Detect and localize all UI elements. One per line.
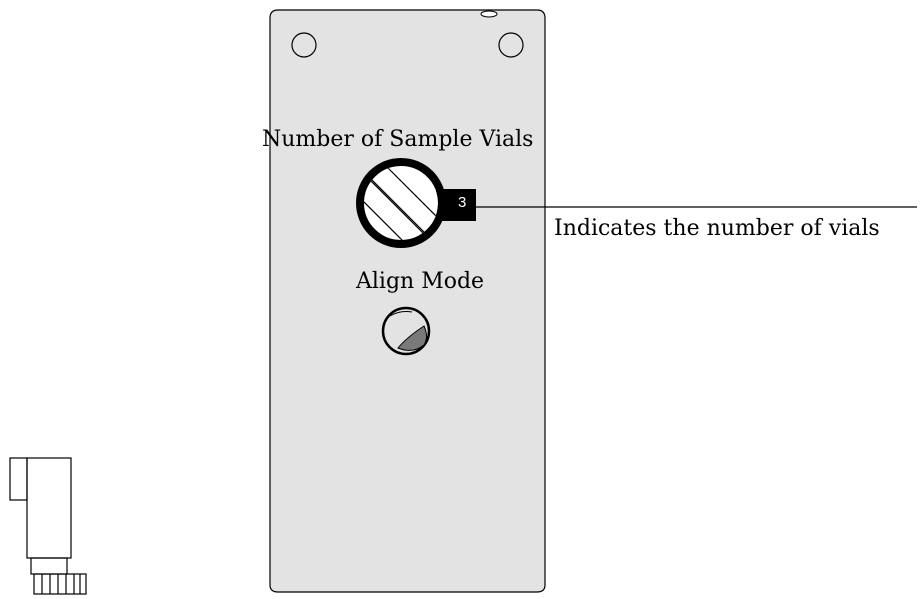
mounting-hole-right <box>498 32 524 58</box>
top-indicator-oval <box>480 10 498 18</box>
front-panel <box>269 9 546 593</box>
align-mode-title: Align Mode <box>356 269 485 294</box>
vial-count-callout-label: Indicates the number of vials <box>554 216 880 241</box>
sample-vials-title: Number of Sample Vials <box>262 127 534 152</box>
side-connector <box>9 457 87 595</box>
mounting-hole-left <box>291 32 317 58</box>
vial-count-readout: 3 <box>458 194 467 211</box>
sample-vials-rotary-switch <box>356 158 446 248</box>
align-mode-knob <box>381 306 431 356</box>
